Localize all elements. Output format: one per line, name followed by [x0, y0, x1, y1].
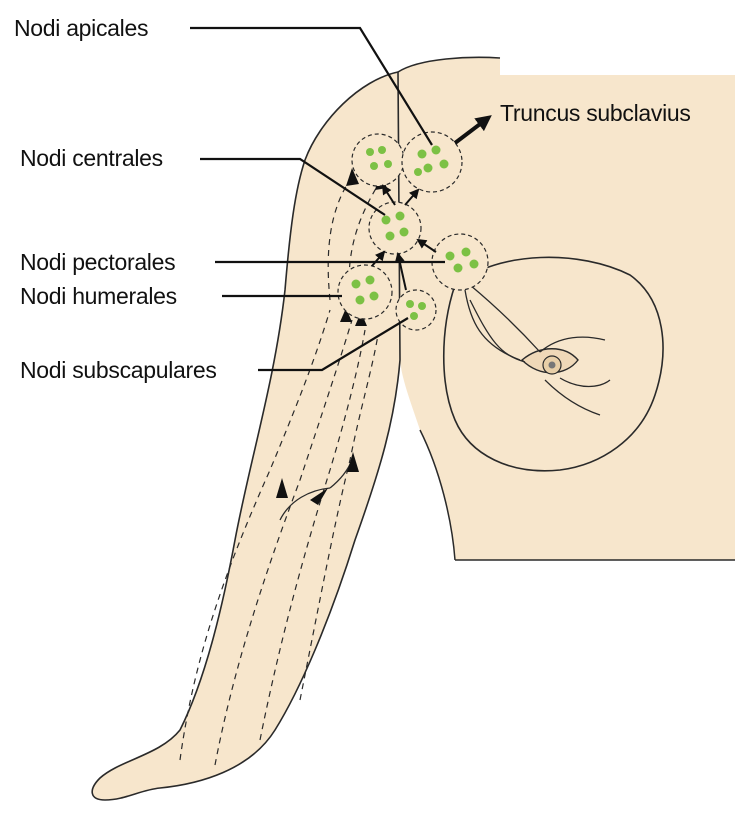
label-nodi-apicales: Nodi apicales — [14, 15, 148, 41]
label-nodi-subscapulares: Nodi subscapulares — [20, 357, 217, 383]
node-group-apicales — [402, 132, 462, 192]
label-nodi-centrales: Nodi centrales — [20, 145, 163, 171]
label-nodi-pectorales: Nodi pectorales — [20, 249, 175, 275]
node-group-humerales — [338, 265, 392, 319]
label-nodi-humerales: Nodi humerales — [20, 283, 177, 309]
node-group-apicales-left — [352, 134, 404, 186]
label-truncus-subclavius: Truncus subclavius — [500, 100, 691, 126]
node-group-subscapulares — [396, 290, 436, 330]
